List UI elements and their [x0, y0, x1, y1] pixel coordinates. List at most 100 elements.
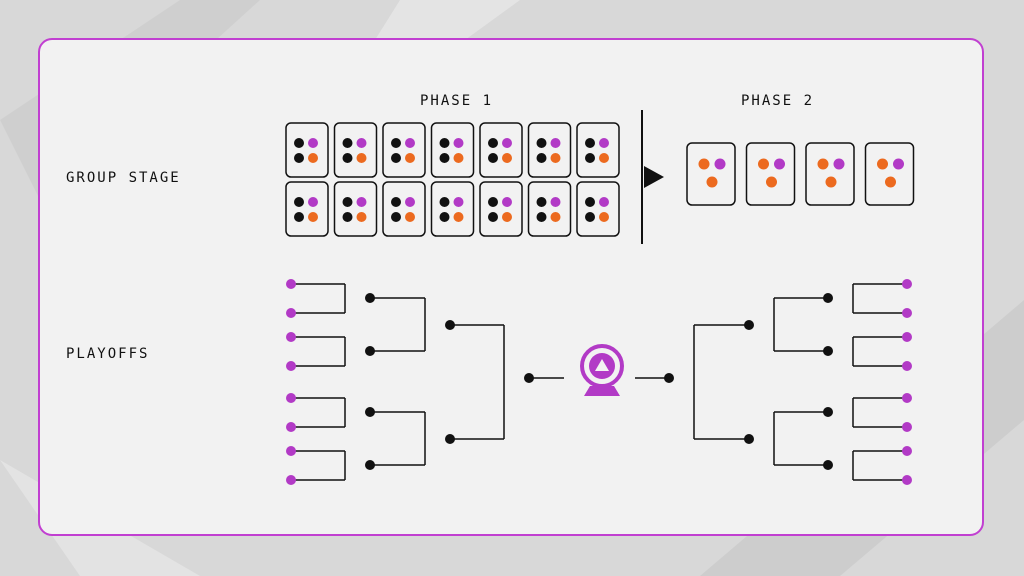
group-box-frame: [333, 122, 378, 178]
bracket-node: [744, 320, 754, 330]
phase2-group-box: [745, 142, 796, 206]
team-dot: [488, 138, 498, 148]
team-dot: [758, 158, 769, 170]
bracket-node: [286, 361, 296, 371]
bracket-node: [365, 346, 375, 356]
bracket-node: [286, 332, 296, 342]
team-dot: [294, 212, 304, 222]
bracket-node: [823, 346, 833, 356]
team-dot: [453, 212, 464, 222]
bracket-node: [286, 279, 296, 289]
team-dot: [453, 138, 464, 148]
group-box: [382, 181, 426, 237]
group-box-frame: [745, 142, 796, 206]
team-dot: [817, 158, 829, 170]
phase-1-label: PHASE 1: [420, 93, 494, 109]
team-dot: [405, 138, 415, 148]
team-dot: [308, 212, 318, 222]
team-dot: [536, 212, 547, 222]
group-box: [333, 122, 378, 178]
arrow-right-icon: [644, 166, 664, 188]
team-dot: [536, 153, 547, 163]
team-dot: [439, 153, 450, 163]
group-box-frame: [479, 181, 523, 237]
team-dot: [439, 138, 450, 148]
phase2-group-box: [864, 142, 915, 206]
bracket-node: [286, 393, 296, 403]
team-dot: [439, 197, 450, 207]
group-box-frame: [527, 181, 572, 237]
team-dot: [599, 153, 609, 163]
bracket-node: [823, 407, 833, 417]
phase-2-label: PHASE 2: [741, 93, 815, 109]
tournament-panel: [38, 38, 984, 536]
phase2-group-box: [686, 142, 736, 206]
group-box: [382, 122, 426, 178]
group-box: [527, 181, 572, 237]
team-dot: [294, 138, 304, 148]
team-dot: [502, 197, 512, 207]
team-dot: [356, 197, 367, 207]
team-dot: [536, 197, 547, 207]
team-dot: [825, 176, 837, 188]
group-stage-layer: [285, 122, 915, 237]
team-dot: [453, 197, 464, 207]
bracket-node: [445, 434, 455, 444]
group-box: [285, 122, 329, 178]
group-box-frame: [333, 181, 378, 237]
team-dot: [391, 197, 401, 207]
group-box-frame: [576, 181, 620, 237]
team-dot: [550, 153, 561, 163]
team-dot: [308, 138, 318, 148]
team-dot: [488, 197, 498, 207]
team-dot: [405, 212, 415, 222]
team-dot: [391, 153, 401, 163]
team-dot: [488, 153, 498, 163]
team-dot: [550, 138, 561, 148]
bracket-node: [286, 475, 296, 485]
team-dot: [342, 138, 353, 148]
team-dot: [502, 153, 512, 163]
bracket-node: [902, 361, 912, 371]
team-dot: [308, 153, 318, 163]
group-box-frame: [479, 122, 523, 178]
team-dot: [599, 197, 609, 207]
group-stage-label: GROUP STAGE: [66, 170, 181, 186]
group-box: [333, 181, 378, 237]
team-dot: [294, 153, 304, 163]
bracket-node: [365, 293, 375, 303]
bracket-node: [365, 460, 375, 470]
group-box-frame: [285, 181, 329, 237]
team-dot: [585, 197, 595, 207]
team-dot: [453, 153, 464, 163]
bracket-node: [286, 308, 296, 318]
group-box-frame: [686, 142, 736, 206]
group-box-frame: [527, 122, 572, 178]
group-box-frame: [382, 181, 426, 237]
team-dot: [550, 197, 561, 207]
team-dot: [342, 212, 353, 222]
team-dot: [698, 158, 710, 170]
group-box: [430, 181, 475, 237]
trophy-icon: [580, 344, 624, 396]
team-dot: [585, 212, 595, 222]
bracket-node: [902, 475, 912, 485]
team-dot: [585, 138, 595, 148]
team-dot: [885, 176, 896, 188]
team-dot: [766, 176, 777, 188]
team-dot: [502, 212, 512, 222]
team-dot: [893, 158, 904, 170]
bracket-node: [902, 446, 912, 456]
team-dot: [308, 197, 318, 207]
team-dot: [356, 153, 367, 163]
group-box: [479, 122, 523, 178]
group-box-frame: [285, 122, 329, 178]
group-box-frame: [430, 181, 475, 237]
team-dot: [550, 212, 561, 222]
team-dot: [405, 153, 415, 163]
bracket-node: [823, 293, 833, 303]
team-dot: [342, 153, 353, 163]
group-box: [430, 122, 475, 178]
team-dot: [356, 138, 367, 148]
